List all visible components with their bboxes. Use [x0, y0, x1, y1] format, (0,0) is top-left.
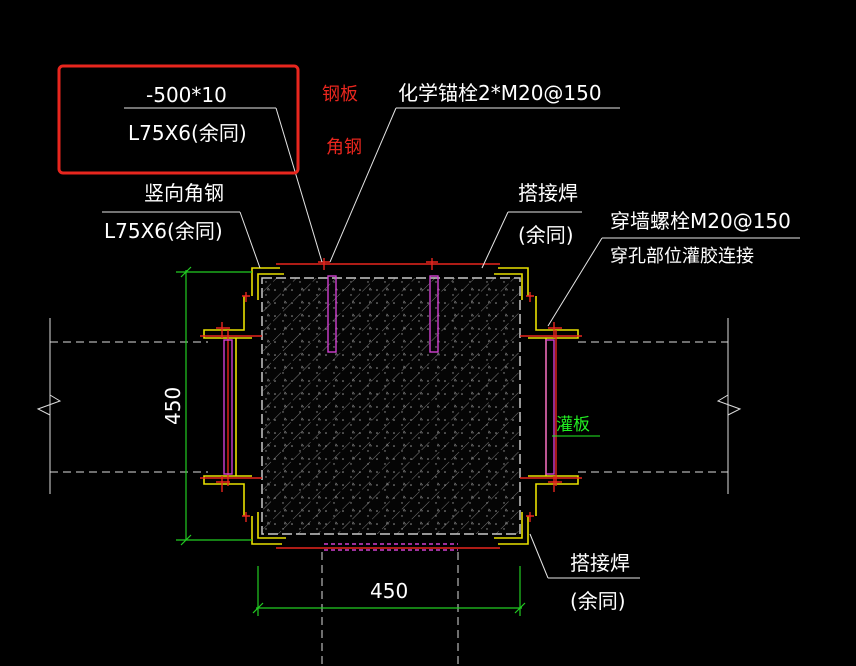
concrete-column	[261, 277, 521, 535]
anchor-note: 化学锚栓2*M20@150	[398, 81, 602, 105]
lap-weld-bottom-title: 搭接焊	[570, 551, 630, 575]
dimension-vertical-label: 450	[161, 387, 185, 425]
wall-outline-left	[36, 318, 208, 494]
lap-weld-bottom-note: (余同)	[570, 589, 626, 613]
steel-angles	[203, 267, 579, 545]
wall-outline-right	[578, 318, 742, 494]
weld-lines	[200, 258, 582, 549]
leader-lines	[102, 107, 800, 579]
dimension-horizontal-label: 450	[370, 579, 408, 603]
grout-plate-label: 灌板	[556, 415, 590, 435]
vertical-angle-spec: L75X6(余同)	[104, 219, 223, 243]
wall-outline-bottom	[321, 552, 459, 666]
plate-label: 钢板	[322, 84, 358, 105]
through-bolt-line1: 穿墙螺栓M20@150	[610, 209, 791, 233]
lap-weld-top-title: 搭接焊	[518, 181, 578, 205]
vertical-angle-title: 竖向角钢	[144, 181, 224, 205]
plate-spec-text: -500*10	[146, 83, 227, 107]
through-bolt-line2: 穿孔部位灌胶连接	[610, 246, 754, 267]
callout-highlight-box	[57, 64, 300, 175]
dimension-vertical	[176, 266, 252, 546]
angle-spec-text: L75X6(余同)	[128, 121, 247, 145]
dimension-horizontal	[252, 566, 526, 616]
lap-weld-top-note: (余同)	[518, 223, 574, 247]
angle-label: 角钢	[326, 137, 362, 158]
anchor-bolts	[223, 275, 555, 551]
